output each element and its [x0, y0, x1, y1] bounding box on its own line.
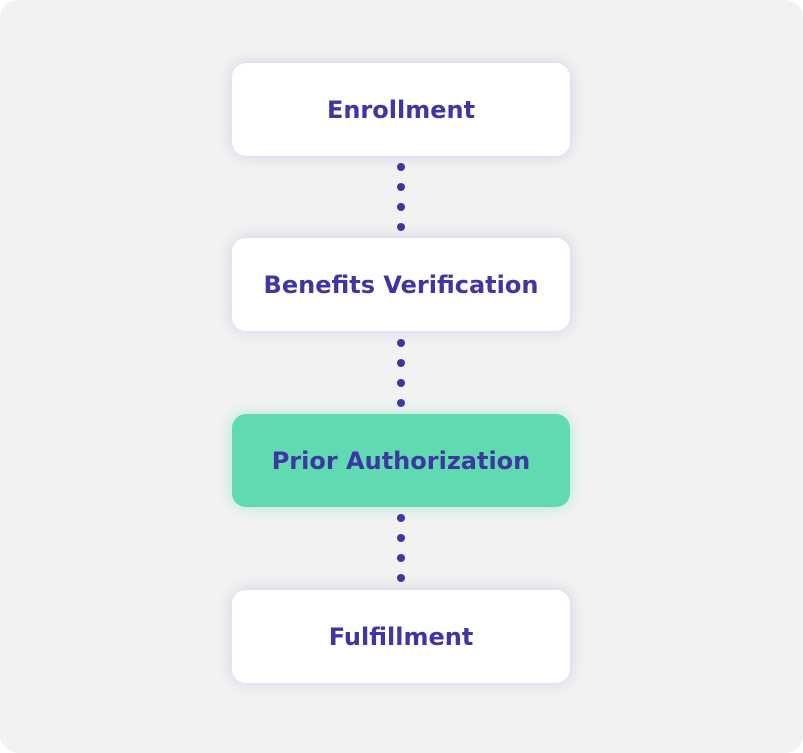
- connector-dot: [397, 203, 405, 211]
- step-label: Enrollment: [326, 95, 476, 124]
- connector-dot: [397, 359, 405, 367]
- step-label: Prior Authorization: [271, 446, 531, 475]
- connector-dot: [397, 534, 405, 542]
- step-fulfillment: Fulfillment: [232, 590, 570, 683]
- connector-dot: [397, 183, 405, 191]
- connector-dot: [397, 554, 405, 562]
- connector-dot: [397, 514, 405, 522]
- connector-dot: [397, 379, 405, 387]
- connector-dot: [397, 163, 405, 171]
- connector-dot: [397, 574, 405, 582]
- step-benefits-verification: Benefits Verification: [232, 238, 570, 331]
- step-label: Benefits Verification: [263, 270, 539, 299]
- step-label: Fulfillment: [328, 622, 474, 651]
- connector-dot: [397, 223, 405, 231]
- connector-dot: [397, 399, 405, 407]
- step-enrollment: Enrollment: [232, 63, 570, 156]
- step-prior-authorization: Prior Authorization: [232, 414, 570, 507]
- connector-dot: [397, 339, 405, 347]
